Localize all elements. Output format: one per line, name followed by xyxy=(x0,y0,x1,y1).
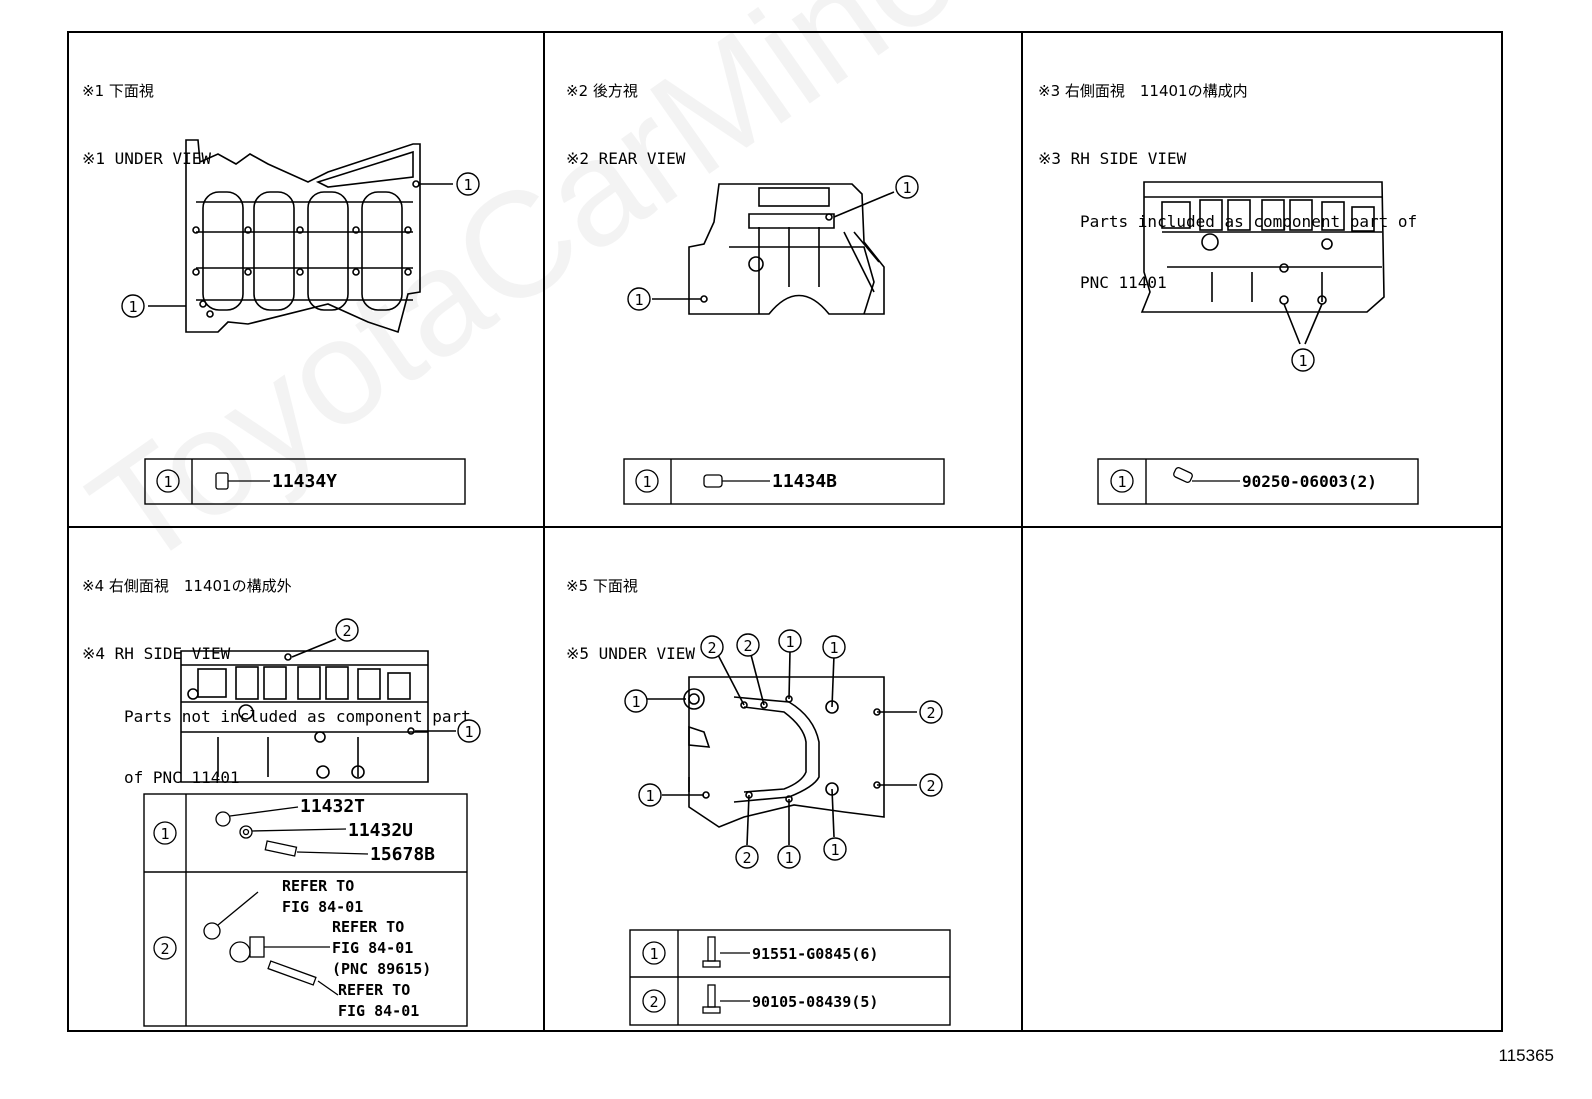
header-jp: ※5 下面視 xyxy=(566,577,638,595)
header-en: ※4 RH SIDE VIEW xyxy=(82,644,231,663)
header-en: ※2 REAR VIEW xyxy=(566,149,686,168)
callout-group: 1 1 xyxy=(121,172,480,318)
callout-number: 1 xyxy=(128,298,137,316)
part-number: 90250-06003(2) xyxy=(1242,472,1377,491)
panel-header: ※3 右側面視 11401の構成内 ※3 RH SIDE VIEW Parts … xyxy=(1038,39,1417,335)
header-jp: ※1 下面視 xyxy=(82,82,154,100)
legend-callout: 1 xyxy=(1117,473,1126,491)
callout-number: 2 xyxy=(926,777,935,795)
engine-block-rear-view: 1 1 1 11434B xyxy=(623,175,945,505)
legend-callout: 1 xyxy=(642,473,651,491)
legend-callout: 2 xyxy=(160,940,169,958)
header-en: ※3 RH SIDE VIEW xyxy=(1038,149,1187,168)
callout-number: 1 xyxy=(785,633,794,651)
callout-number: 2 xyxy=(342,622,351,640)
refer-text: FIG 84-01 xyxy=(332,939,413,957)
engine-block-rh-side-view: 1 1 90250-06003(2) xyxy=(1097,181,1419,505)
callout-number: 2 xyxy=(743,637,752,655)
bolt-icon xyxy=(215,806,369,857)
pin-icon xyxy=(703,474,770,488)
part-number: 15678B xyxy=(370,844,435,865)
panel-empty xyxy=(1021,526,1503,1032)
header-jp: ※3 右側面視 11401の構成内 xyxy=(1038,82,1248,100)
refer-text: REFER TO xyxy=(282,877,354,895)
document-number: 115365 xyxy=(1498,1046,1554,1065)
refer-text: FIG 84-01 xyxy=(282,898,363,916)
parts-legend-table: 1 11434Y xyxy=(144,458,466,505)
callout-number: 1 xyxy=(634,291,643,309)
parts-legend-table: 1 2 11432T 11432U 15678B xyxy=(143,793,468,1027)
engine-block-rh-side-view: 2 1 1 2 11432T 11432U 15678B xyxy=(143,618,481,1027)
refer-text: REFER TO xyxy=(332,918,404,936)
sensor-icon xyxy=(203,891,339,996)
legend-callout: 1 xyxy=(163,473,172,491)
part-number: 91551-G0845(6) xyxy=(752,945,878,963)
header-en: ※5 UNDER VIEW xyxy=(566,644,695,663)
callout-number: 1 xyxy=(829,639,838,657)
panel-under-view-5: ※5 下面視 ※5 UNDER VIEW xyxy=(543,526,1023,1032)
part-number: 11434B xyxy=(772,471,837,492)
callout-number: 1 xyxy=(902,179,911,197)
callout-number: 2 xyxy=(926,704,935,722)
oil-pan-under-view: 2 2 1 1 1 2 2 1 2 1 1 1 xyxy=(624,629,951,1026)
panel-rh-side-view-4: ※4 右側面視 11401の構成外 ※4 RH SIDE VIEW Parts … xyxy=(67,526,545,1032)
header-jp: ※4 右側面視 11401の構成外 xyxy=(82,577,292,595)
callout-number: 1 xyxy=(631,693,640,711)
part-number: 11434Y xyxy=(272,471,337,492)
callout-number: 2 xyxy=(707,639,716,657)
legend-callout: 1 xyxy=(160,825,169,843)
engine-block-under-view: 1 1 1 11434Y xyxy=(121,139,480,505)
legend-callout: 2 xyxy=(649,993,658,1011)
panel-rear-view-2: ※2 後方視 ※2 REAR VIEW 1 1 1 xyxy=(543,31,1023,528)
refer-text: FIG 84-01 xyxy=(338,1002,419,1020)
panel-rh-side-view-3: ※3 右側面視 11401の構成内 ※3 RH SIDE VIEW Parts … xyxy=(1021,31,1503,528)
parts-legend-table: 1 2 91551-G0845(6) 90105-08439(5) xyxy=(629,929,951,1026)
panel-header: ※2 後方視 ※2 REAR VIEW xyxy=(566,39,685,211)
pin-icon xyxy=(1173,467,1240,483)
callout-number: 1 xyxy=(1298,352,1307,370)
note-line: Parts included as component part of xyxy=(1080,212,1418,231)
part-number: 11432U xyxy=(348,820,413,841)
parts-legend-table: 1 11434B xyxy=(623,458,945,505)
callout-number: 1 xyxy=(784,849,793,867)
refer-text: (PNC 89615) xyxy=(332,960,431,978)
note-line: PNC 11401 xyxy=(1080,273,1167,292)
header-jp: ※2 後方視 xyxy=(566,82,638,100)
panel-header: ※5 下面視 ※5 UNDER VIEW xyxy=(566,534,695,706)
part-number: 90105-08439(5) xyxy=(752,993,878,1011)
panel-under-view-1: ※1 下面視 ※1 UNDER VIEW 1 xyxy=(67,31,545,528)
callout-group: 2 2 1 1 1 2 2 1 2 1 1 xyxy=(624,629,943,869)
legend-callout: 1 xyxy=(649,945,658,963)
refer-text: REFER TO xyxy=(338,981,410,999)
callout-number: 1 xyxy=(830,841,839,859)
parts-legend-table: 1 90250-06003(2) xyxy=(1097,458,1419,505)
callout-number: 1 xyxy=(645,787,654,805)
panel-header: ※1 下面視 ※1 UNDER VIEW xyxy=(82,39,211,211)
callout-number: 1 xyxy=(463,176,472,194)
header-en: ※1 UNDER VIEW xyxy=(82,149,211,168)
part-number: 11432T xyxy=(300,796,365,817)
bolt-icon xyxy=(702,936,750,1014)
callout-number: 2 xyxy=(742,849,751,867)
pin-icon xyxy=(215,472,270,490)
callout-number: 1 xyxy=(464,723,473,741)
